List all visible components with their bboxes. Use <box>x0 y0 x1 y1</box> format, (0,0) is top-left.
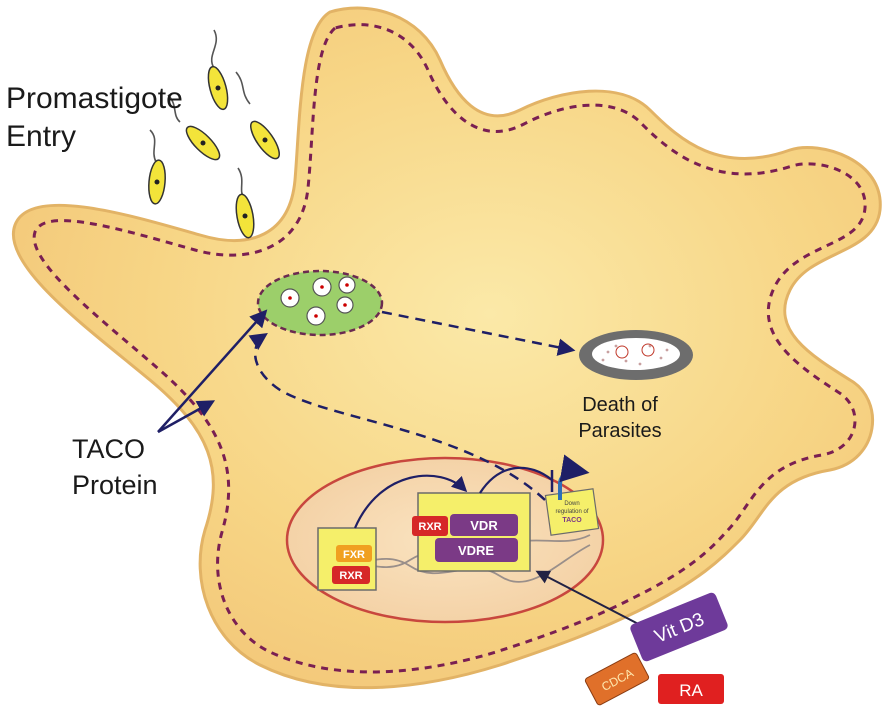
transcription-arrow <box>558 454 590 500</box>
amastigote <box>336 296 354 314</box>
inhibition-arrow-vdr-to-taco <box>479 466 553 494</box>
cdca-ligand: CDCA <box>584 652 650 706</box>
death-of-parasites-label-line1: Death of <box>582 394 658 416</box>
svg-text:VDR: VDR <box>470 518 498 533</box>
promastigote-parasite <box>235 167 255 239</box>
vitd3-arrow-into-nucleus <box>535 570 651 631</box>
macrophage-cell <box>11 6 882 690</box>
phagosome <box>256 269 384 337</box>
promastigote-parasite <box>167 94 221 161</box>
promastigote-parasite <box>148 129 166 205</box>
cell-membrane-dashed <box>32 23 867 674</box>
svg-text:regulation of: regulation of <box>555 509 588 515</box>
taco-arrow-to-phagosome <box>157 309 268 433</box>
ra-ligand: RA <box>658 674 724 704</box>
fxr-receptor: FXR <box>336 545 372 562</box>
vdr-rxr-complex: RXR VDR VDRE <box>412 492 531 572</box>
promastigote-parasite <box>207 29 229 111</box>
amastigote <box>280 288 300 308</box>
death-of-parasites-label-line2: Parasites <box>578 420 661 442</box>
activation-arrow-fxr-to-vdr <box>353 474 468 529</box>
svg-text:TACO: TACO <box>562 517 582 524</box>
promastigote-entry-label-line1: Promastigote <box>6 82 183 115</box>
dashed-arrow-to-death <box>381 310 576 356</box>
promastigote-parasite <box>235 71 280 160</box>
taco-protein-label-line1: TACO <box>72 434 145 464</box>
svg-text:VDRE: VDRE <box>458 543 494 558</box>
cell-membrane <box>11 6 882 690</box>
vitamin-d3-ligand: Vit D3 <box>630 592 728 662</box>
svg-text:Down: Down <box>564 501 579 507</box>
fxr-rxr-complex: FXR RXR <box>317 527 377 591</box>
svg-text:RXR: RXR <box>339 570 362 582</box>
svg-text:FXR: FXR <box>343 549 365 561</box>
vdre-element: VDRE <box>435 538 518 562</box>
rxr-receptor-right: RXR <box>412 516 448 536</box>
vdr-receptor: VDR <box>450 514 518 536</box>
down-regulation-of-taco-box: Down regulation of TACO <box>544 488 600 536</box>
phagolysosome <box>579 330 693 380</box>
rxr-receptor-left: RXR <box>332 566 370 584</box>
ra-label: RA <box>679 681 703 700</box>
amastigote <box>338 276 356 294</box>
amastigote <box>306 306 326 326</box>
taco-protein-label-line2: Protein <box>72 470 158 500</box>
promastigote-parasites <box>148 29 280 239</box>
amastigote <box>312 277 332 297</box>
svg-text:RXR: RXR <box>418 521 441 533</box>
dashed-arrow-nucleus-to-phagosome <box>248 333 546 501</box>
taco-arrow-to-membrane <box>157 400 216 434</box>
promastigote-entry-label-line2: Entry <box>6 120 76 153</box>
